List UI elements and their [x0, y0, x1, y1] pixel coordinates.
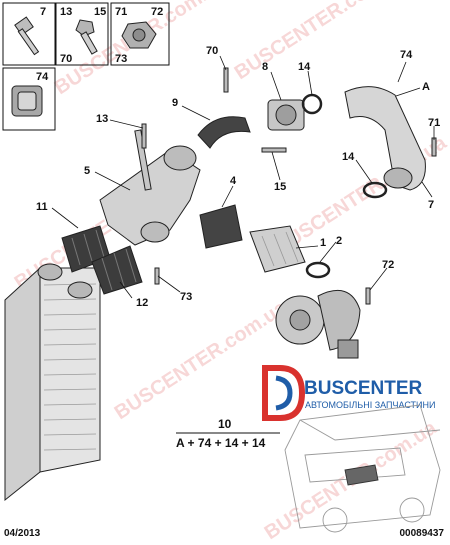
hose-4: [199, 204, 243, 249]
callout-2: 2: [336, 235, 342, 247]
bolt-icon: [75, 19, 98, 55]
box-frame: [2, 67, 56, 131]
callout-4: 4: [230, 175, 237, 187]
callout-11: 11: [36, 201, 48, 213]
callout-14: 14: [298, 61, 311, 73]
footer-reference: 00089437: [399, 528, 445, 539]
bolt-15: [261, 147, 287, 153]
van-illustration: [284, 404, 441, 533]
fastener-box-3: 71 72 73: [110, 2, 170, 66]
screw-icon: [14, 16, 40, 56]
seal-ring-2: [305, 261, 331, 279]
box-number: 7: [40, 6, 46, 18]
hose-9: [197, 116, 251, 149]
callout-1: 1: [320, 237, 326, 249]
watermark-text: BUSCENTER.com.ua: [51, 0, 231, 99]
bolt-73: [154, 267, 160, 285]
callout-a: A: [422, 81, 430, 93]
fastener-box-1: 7: [2, 2, 56, 66]
seal-ring-14: [301, 93, 323, 115]
assembly-number: 10: [218, 417, 232, 431]
brand-logo: BUSCENTER АВТОМОБІЛЬНІ ЗАПЧАСТИНИ: [262, 365, 435, 421]
flange-nut-icon: [121, 21, 157, 49]
box-frame: [110, 2, 170, 66]
logo-d-icon: [262, 365, 306, 421]
callout-5: 5: [84, 165, 90, 177]
assembly-formula: 10 A + 74 + 14 + 14: [176, 417, 280, 450]
callout-74: 74: [400, 49, 413, 61]
callout-70: 70: [206, 45, 218, 57]
box-number: 73: [115, 53, 127, 65]
turbocharger: [275, 289, 361, 359]
hose-12: [91, 245, 143, 295]
pipe-a: [344, 86, 426, 191]
callout-labels: 70 8 14 74 A 9 13 71 14 5 15 4 7 11 1 2 …: [36, 45, 440, 309]
box-number: 71: [115, 6, 127, 18]
box-number: 15: [94, 6, 106, 18]
box-number: 74: [36, 71, 49, 83]
clip-icon: [11, 85, 43, 117]
callout-12: 12: [136, 297, 148, 309]
box-number: 70: [60, 53, 72, 65]
box-number: 13: [60, 6, 72, 18]
watermark-text: BUSCENTER.com.ua: [231, 0, 411, 84]
bolt-13: [141, 123, 147, 149]
box-frame: [55, 2, 109, 66]
box-frame: [2, 2, 56, 66]
leader-lines: [51, 55, 435, 299]
throttle-body-8: [267, 99, 305, 131]
assembly-expression: A + 74 + 14 + 14: [176, 436, 266, 450]
bolt-71: [431, 137, 437, 157]
callout-72: 72: [382, 259, 394, 271]
brand-name: BUSCENTER: [304, 378, 423, 399]
brand-tagline: АВТОМОБІЛЬНІ ЗАПЧАСТИНИ: [305, 400, 435, 410]
footer-date: 04/2013: [4, 528, 41, 539]
callout-15: 15: [274, 181, 286, 193]
box-number: 72: [151, 6, 163, 18]
watermark-text: BUSCENTER.com.ua: [271, 131, 450, 259]
callout-13: 13: [96, 113, 108, 125]
fastener-box-4: 74: [2, 67, 56, 131]
callout-14: 14: [342, 151, 355, 163]
callout-71: 71: [428, 117, 440, 129]
fastener-box-2: 13 15 70: [55, 2, 109, 66]
callout-73: 73: [180, 291, 192, 303]
callout-9: 9: [172, 97, 178, 109]
intercooler: [4, 263, 101, 502]
bolt-70: [223, 67, 229, 93]
bolt-72: [365, 287, 371, 305]
callout-7: 7: [428, 199, 434, 211]
seal-ring-14: [362, 181, 388, 199]
callout-8: 8: [262, 61, 268, 73]
logo-arc-icon: [275, 375, 293, 411]
resonator-1: [249, 225, 306, 273]
intake-manifold-5: [99, 129, 201, 246]
